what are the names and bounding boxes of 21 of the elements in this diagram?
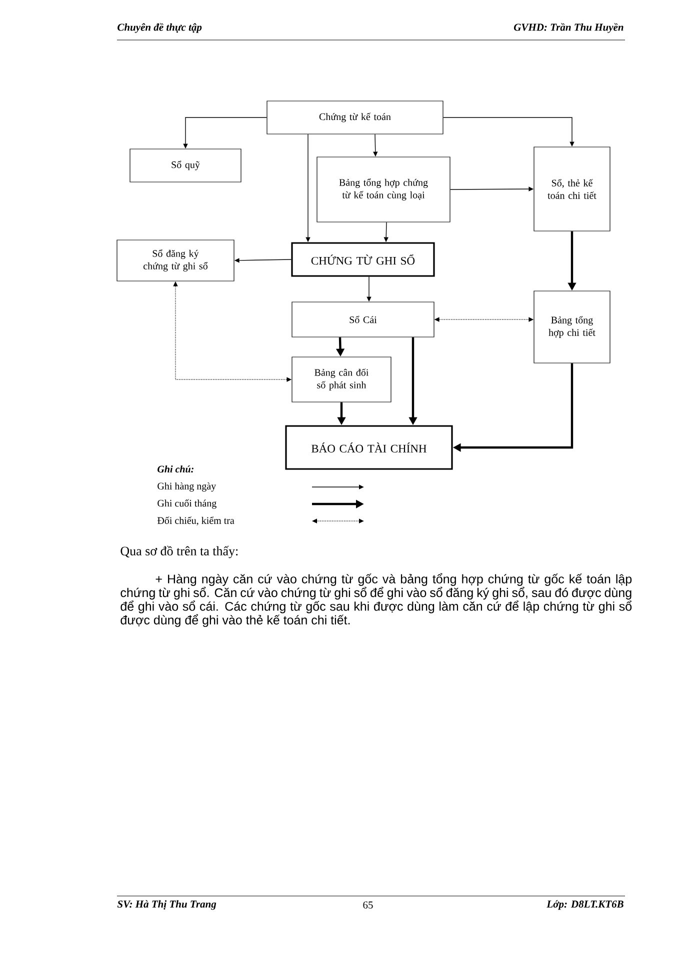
legend-label: Ghi hàng ngày — [158, 482, 216, 492]
process-box: Sổ, thẻ kế toán chi tiết — [534, 146, 610, 232]
page-footer: SV: Hà Thị Thu Trang — [117, 900, 216, 910]
page-header: GVHD: Trần Thu Huyền — [514, 23, 624, 33]
process-box: Sổ quỹ — [130, 148, 242, 182]
paragraph: + Hàng ngày căn cứ vào chứng từ gốc và bảng tổng hợp chứng từ gốc kế toán lập chứng từ ghi sổ. Căn cứ vào chứng từ ghi sổ để ghi vào sổ đăng ký ghi sổ, sau đó được dùng để ghi vào sổ cái. Các chứng từ gốc sau khi được dùng làm căn cứ để lập chứng từ ghi sổ được dùng để ghi vào thẻ kế toán chi tiết. — [120, 573, 632, 627]
title-box: BÁO CÁO TÀI CHÍNH — [285, 425, 453, 470]
legend-heading: Ghi chú: — [158, 465, 194, 473]
process-box: Sổ Cái — [292, 302, 434, 338]
process-box: Sổ đăng ký chứng từ ghi sổ — [116, 240, 234, 282]
process-box: Bảng cân đối số phát sinh — [292, 356, 392, 402]
page-number: 65 — [363, 901, 373, 909]
process-box: Bảng tổng hợp chi tiết — [534, 290, 610, 364]
intro-text: Qua sơ đồ trên ta thấy: — [120, 546, 238, 558]
process-box: Bảng tổng hợp chứng từ kế toán cùng loại — [316, 156, 450, 222]
page-footer: Lớp: D8LT.KT6B — [546, 900, 624, 910]
process-box: Chứng từ kế toán — [266, 100, 444, 134]
page-header: Chuyên đề thực tập — [118, 23, 202, 33]
legend-label: Đối chiếu, kiểm tra — [157, 516, 234, 526]
title-box: CHỨNG TỪ GHI SỔ — [291, 242, 435, 277]
legend-label: Ghi cuối tháng — [158, 499, 216, 509]
